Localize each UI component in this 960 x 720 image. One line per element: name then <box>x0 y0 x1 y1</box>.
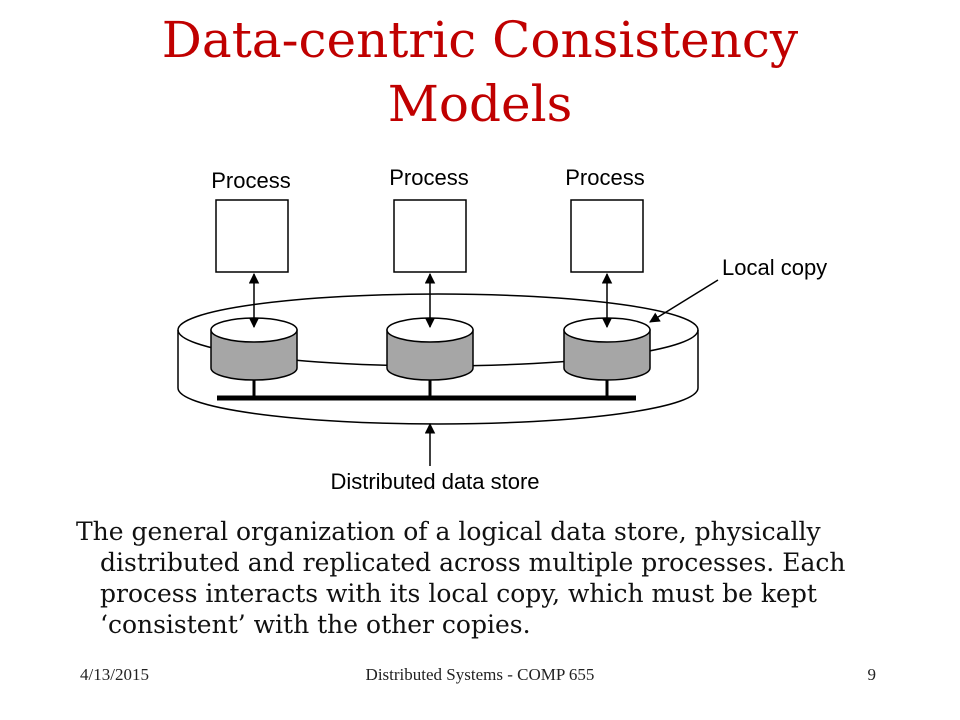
footer-course: Distributed Systems - COMP 655 <box>365 665 595 684</box>
footer-page-number: 9 <box>867 665 877 684</box>
local-copy-label: Local copy <box>722 255 827 280</box>
data-store-label: Distributed data store <box>330 469 539 494</box>
local-copy-cylinder-2 <box>386 317 474 381</box>
title-line-2: Models <box>387 75 573 133</box>
slide-title: Data-centric Consistency Models <box>0 8 960 136</box>
process-box-3 <box>570 199 644 273</box>
process-label-3: Process <box>565 165 644 190</box>
process-label-2: Process <box>389 165 468 190</box>
local-copy-cylinder-1 <box>210 317 298 381</box>
process-box-1 <box>215 199 289 273</box>
process-box-2 <box>393 199 467 273</box>
title-line-1: Data-centric Consistency <box>161 11 799 69</box>
process-label-1: Process <box>211 168 290 193</box>
local-copy-cylinder-3 <box>563 317 651 381</box>
footer-date: 4/13/2015 <box>80 665 149 684</box>
slide-caption: The general organization of a logical da… <box>76 517 846 639</box>
network-bus <box>217 378 636 401</box>
local-copy-pointer <box>649 279 719 323</box>
